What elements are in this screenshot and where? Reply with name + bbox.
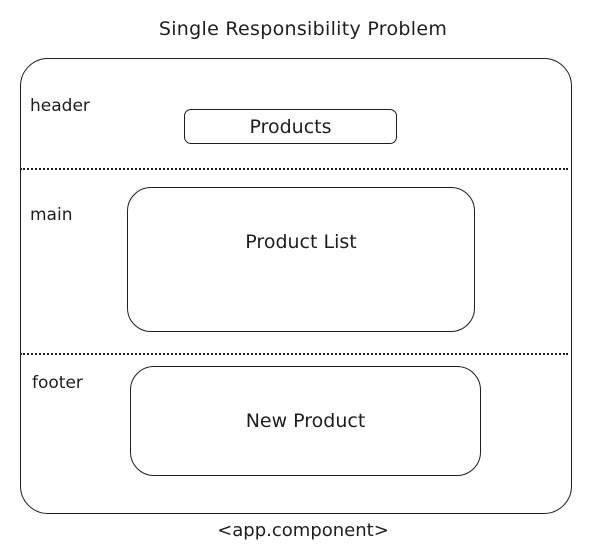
product-list-component-label: Product List (245, 231, 357, 253)
header-main-divider (20, 168, 568, 170)
products-component-label: Products (249, 115, 332, 138)
main-footer-divider (20, 353, 568, 355)
app-component-container (20, 58, 572, 514)
product-list-component-box: Product List (127, 187, 475, 332)
main-region-label: main (30, 205, 73, 225)
products-component-box: Products (184, 109, 397, 144)
diagram-title: Single Responsibility Problem (158, 18, 448, 40)
new-product-component-label: New Product (245, 410, 366, 432)
app-component-label: <app.component> (217, 520, 389, 541)
footer-region-label: footer (32, 373, 83, 393)
header-region-label: header (30, 96, 90, 116)
new-product-component-box: New Product (130, 366, 481, 476)
